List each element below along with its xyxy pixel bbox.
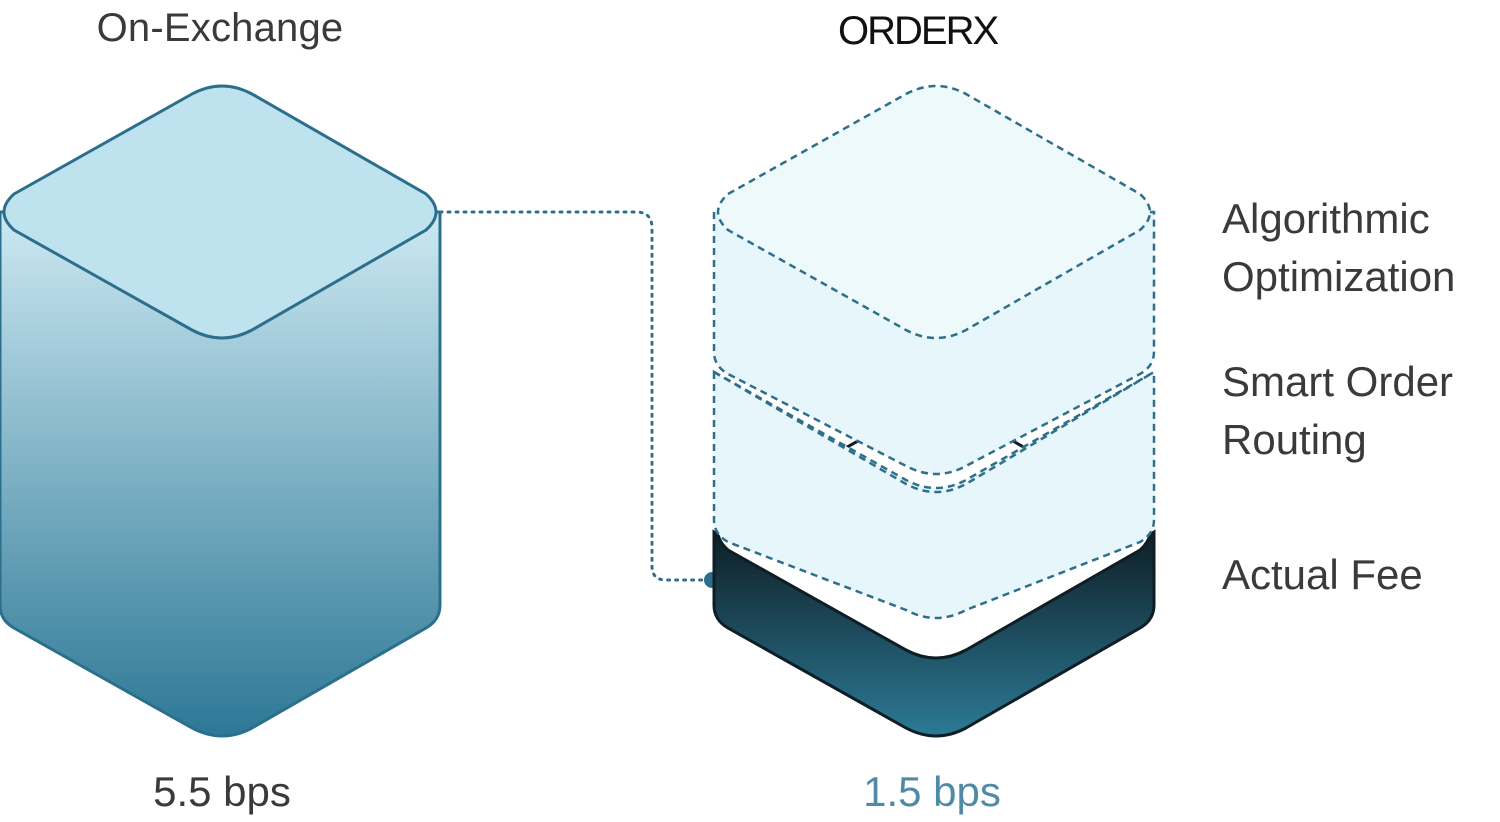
- connector-line: [438, 210, 714, 582]
- label-sor-line1: Smart Order: [1222, 358, 1454, 405]
- label-fee-line1: Actual Fee: [1222, 551, 1423, 598]
- sor-volume: [712, 369, 1156, 620]
- algo-bottom-edge: [713, 370, 1155, 494]
- orderx-logo: ORDERX: [838, 9, 1000, 52]
- on-exchange-title: On-Exchange: [96, 6, 344, 50]
- algorithmic-optimization-layer: [712, 84, 1156, 494]
- on-exchange-prism-top: [2, 84, 438, 340]
- label-algorithmic-optimization: Algorithmic Optimization: [1222, 190, 1500, 306]
- orderx-logo-text: ORDERX: [838, 9, 998, 52]
- label-smart-order-routing: Smart Order Routing: [1222, 353, 1500, 469]
- orderx-fee: 1.5 bps: [863, 768, 1001, 815]
- on-exchange-prism-body: [0, 210, 442, 738]
- label-algo-line2: Optimization: [1222, 253, 1456, 300]
- algo-top: [716, 84, 1152, 340]
- label-sor-line2: Routing: [1222, 416, 1367, 463]
- smart-order-routing-layer: [712, 369, 1156, 620]
- label-algo-line1: Algorithmic: [1222, 195, 1430, 242]
- on-exchange-prism: [0, 84, 442, 738]
- on-exchange-fee: 5.5 bps: [153, 768, 291, 815]
- label-actual-fee: Actual Fee: [1222, 546, 1500, 604]
